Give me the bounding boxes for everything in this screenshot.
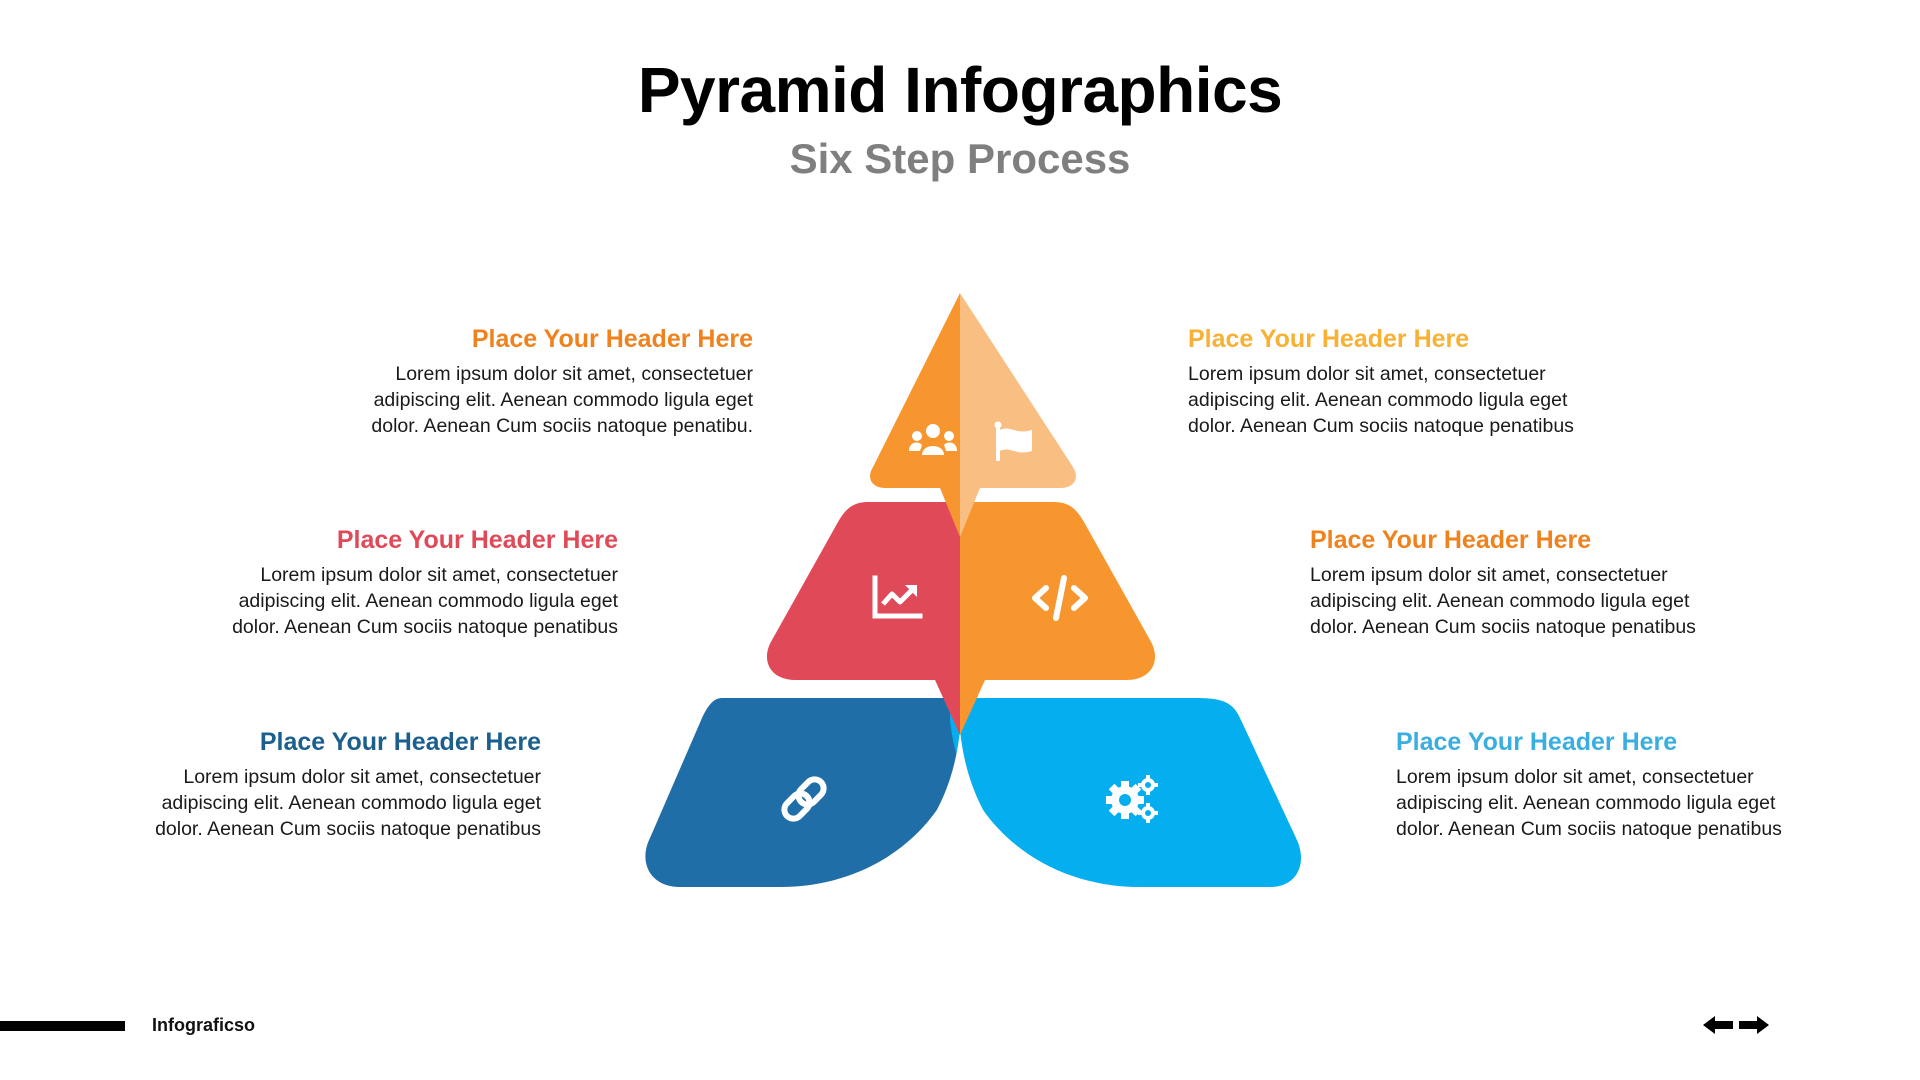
step-header: Place Your Header Here — [1188, 325, 1470, 353]
footer-bar — [0, 1021, 125, 1031]
step-text-line: dolor. Aenean Cum sociis natoque penatib… — [232, 616, 618, 638]
step-text-line: Lorem ipsum dolor sit amet, consectetuer — [1396, 766, 1754, 788]
chart-line-icon — [872, 575, 923, 619]
flag-icon — [994, 421, 1032, 461]
arrow-left-icon[interactable] — [1703, 1015, 1733, 1035]
step-middle-right: Place Your Header Here Lorem ipsum dolor… — [1310, 524, 1780, 640]
arrow-right-icon[interactable] — [1739, 1015, 1769, 1035]
step-text-line: Lorem ipsum dolor sit amet, consectetuer — [183, 766, 541, 788]
step-text-line: dolor. Aenean Cum sociis natoque penatib… — [1188, 415, 1574, 437]
tier-bottom-left — [645, 698, 970, 887]
step-header: Place Your Header Here — [1310, 526, 1592, 554]
page-subtitle: Six Step Process — [789, 135, 1131, 182]
step-top-right: Place Your Header Here Lorem ipsum dolor… — [1188, 323, 1658, 439]
step-text-line: dolor. Aenean Cum sociis natoque penatib… — [371, 415, 753, 437]
pyramid-tier-top — [870, 293, 1076, 537]
step-text-line: Lorem ipsum dolor sit amet, consectetuer — [395, 363, 753, 385]
step-text-line: dolor. Aenean Cum sociis natoque penatib… — [1396, 818, 1782, 840]
tier-top-right — [960, 293, 1076, 537]
step-text-line: dolor. Aenean Cum sociis natoque penatib… — [155, 818, 541, 840]
step-text-line: adipiscing elit. Aenean commodo ligula e… — [238, 590, 618, 612]
step-text-line: adipiscing elit. Aenean commodo ligula e… — [373, 389, 753, 411]
users-icon — [909, 424, 957, 455]
footer-brand: Infograficso — [152, 1015, 256, 1035]
tier-middle-left — [766, 502, 960, 735]
pyramid-tier-bottom — [645, 698, 1301, 887]
step-header: Place Your Header Here — [1396, 728, 1678, 756]
step-text-line: adipiscing elit. Aenean commodo ligula e… — [161, 792, 541, 814]
link-icon — [781, 776, 827, 822]
step-text-line: adipiscing elit. Aenean commodo ligula e… — [1188, 389, 1568, 411]
step-header: Place Your Header Here — [471, 325, 753, 353]
step-text-line: Lorem ipsum dolor sit amet, consectetuer — [260, 564, 618, 586]
step-text-line: dolor. Aenean Cum sociis natoque penatib… — [1310, 616, 1696, 638]
gears-icon — [1106, 775, 1158, 823]
step-text-line: Lorem ipsum dolor sit amet, consectetuer — [1310, 564, 1668, 586]
step-header: Place Your Header Here — [336, 526, 618, 554]
step-text-line: adipiscing elit. Aenean commodo ligula e… — [1310, 590, 1690, 612]
step-bottom-left: Place Your Header Here Lorem ipsum dolor… — [71, 726, 541, 842]
step-bottom-right: Place Your Header Here Lorem ipsum dolor… — [1396, 726, 1866, 842]
page-title: Pyramid Infographics — [637, 54, 1283, 126]
step-middle-left: Place Your Header Here Lorem ipsum dolor… — [148, 524, 618, 640]
code-icon — [1032, 575, 1088, 621]
step-top-left: Place Your Header Here Lorem ipsum dolor… — [283, 323, 753, 439]
step-text-line: adipiscing elit. Aenean commodo ligula e… — [1396, 792, 1776, 814]
step-header: Place Your Header Here — [259, 728, 541, 756]
step-text-line: Lorem ipsum dolor sit amet, consectetuer — [1188, 363, 1546, 385]
tier-top-left — [870, 293, 960, 537]
